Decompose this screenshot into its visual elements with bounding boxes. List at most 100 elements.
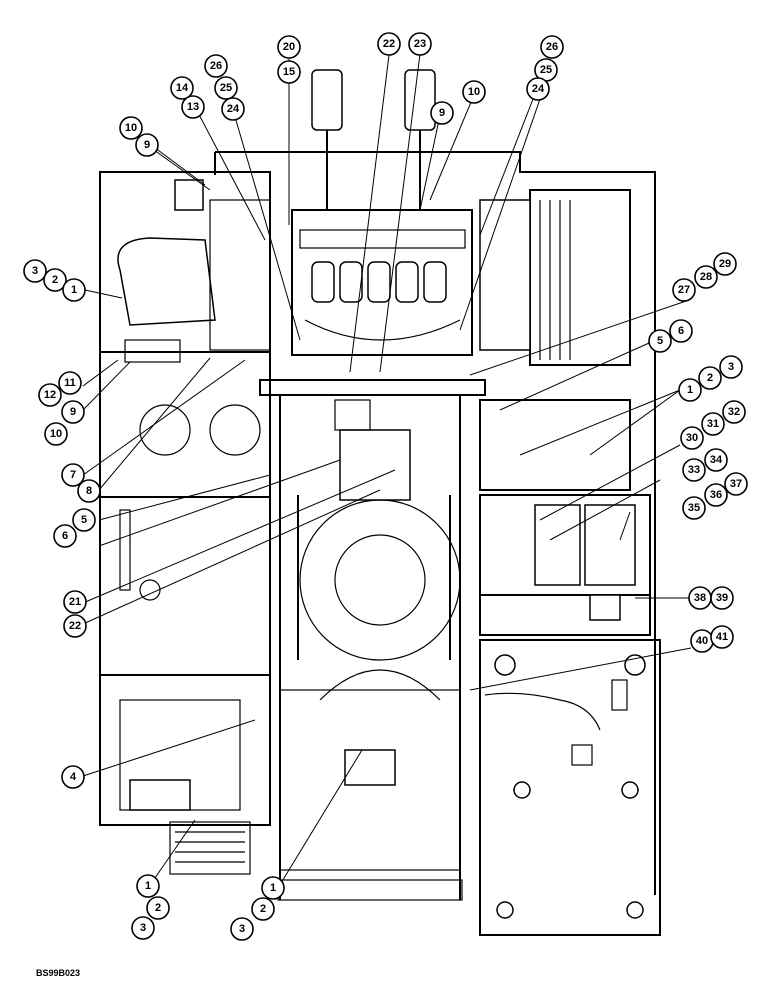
callout-21: 21 [63, 590, 87, 614]
svg-text:8: 8 [86, 485, 92, 497]
callout-15: 15 [277, 60, 301, 84]
callout-5-left: 5 [72, 508, 96, 532]
svg-text:22: 22 [69, 620, 81, 632]
svg-text:1: 1 [71, 284, 77, 296]
callout-13: 13 [181, 95, 205, 119]
svg-text:13: 13 [187, 101, 199, 113]
svg-text:38: 38 [694, 592, 706, 604]
svg-text:2: 2 [707, 372, 713, 384]
callout-31: 31 [701, 412, 725, 436]
svg-text:11: 11 [64, 377, 76, 389]
callout-2-pump: 2 [43, 268, 67, 292]
svg-text:34: 34 [710, 454, 723, 466]
callout-23: 23 [408, 32, 432, 56]
svg-text:25: 25 [540, 64, 552, 76]
svg-text:28: 28 [700, 271, 712, 283]
callout-25-left: 25 [214, 76, 238, 100]
svg-text:6: 6 [678, 325, 684, 337]
svg-text:12: 12 [44, 389, 56, 401]
callout-30: 30 [680, 426, 704, 450]
svg-text:33: 33 [688, 464, 700, 476]
svg-text:5: 5 [657, 335, 663, 347]
svg-text:36: 36 [710, 489, 722, 501]
svg-text:3: 3 [32, 265, 38, 277]
svg-text:1: 1 [145, 880, 151, 892]
callouts: 20 15 22 23 26 25 24 10 9 26 25 24 14 13… [23, 32, 748, 941]
svg-text:30: 30 [686, 432, 698, 444]
callout-3-right: 3 [719, 355, 743, 379]
callout-22: 22 [63, 614, 87, 638]
callout-16: 20 [277, 35, 301, 59]
machine-frame [99, 151, 661, 936]
svg-text:3: 3 [239, 923, 245, 935]
callout-6-left: 6 [53, 524, 77, 548]
svg-text:41: 41 [716, 631, 728, 643]
callout-28: 28 [694, 265, 718, 289]
callout-1-right: 1 [678, 378, 702, 402]
svg-text:2: 2 [260, 903, 266, 915]
callout-3-pump: 3 [23, 259, 47, 283]
callout-1-bottom-left: 1 [136, 874, 160, 898]
callout-3-bottom-center: 3 [230, 917, 254, 941]
callout-14: 14 [170, 76, 194, 100]
svg-text:10: 10 [50, 428, 62, 440]
svg-text:5: 5 [81, 514, 87, 526]
callout-27: 27 [672, 278, 696, 302]
svg-text:21: 21 [69, 596, 81, 608]
svg-text:20: 20 [283, 41, 295, 53]
svg-text:15: 15 [283, 66, 295, 78]
callout-34: 34 [704, 448, 728, 472]
callout-24-left: 24 [221, 97, 245, 121]
svg-text:31: 31 [707, 418, 719, 430]
callout-11: 11 [58, 371, 82, 395]
svg-text:3: 3 [140, 922, 146, 934]
svg-text:9: 9 [144, 139, 150, 151]
callout-33: 33 [682, 458, 706, 482]
callout-39: 39 [710, 586, 734, 610]
svg-text:7: 7 [70, 469, 76, 481]
callout-1-pump: 1 [62, 278, 86, 302]
callout-10-left: 10 [44, 422, 68, 446]
svg-text:2: 2 [155, 902, 161, 914]
callout-9-top-right: 9 [430, 101, 454, 125]
engine-assembly [291, 69, 473, 356]
svg-text:24: 24 [532, 83, 545, 95]
radiator-assembly [479, 189, 631, 366]
svg-text:22: 22 [383, 38, 395, 50]
callout-3-bottom-left: 3 [131, 916, 155, 940]
callout-10-top-left: 10 [119, 116, 143, 140]
svg-text:9: 9 [70, 406, 76, 418]
tank-assembly [119, 404, 261, 875]
svg-text:39: 39 [716, 592, 728, 604]
callout-9-top-left: 9 [135, 133, 159, 157]
svg-text:27: 27 [678, 284, 690, 296]
svg-text:3: 3 [728, 361, 734, 373]
callout-25-right: 25 [534, 58, 558, 82]
callout-2-right: 2 [698, 366, 722, 390]
callout-8: 8 [77, 479, 101, 503]
callout-41: 41 [710, 625, 734, 649]
svg-text:25: 25 [220, 82, 232, 94]
svg-text:1: 1 [270, 882, 276, 894]
callout-4: 4 [61, 765, 85, 789]
svg-text:10: 10 [125, 122, 137, 134]
svg-text:10: 10 [468, 86, 480, 98]
svg-text:35: 35 [688, 502, 700, 514]
svg-text:24: 24 [227, 103, 240, 115]
svg-text:4: 4 [70, 771, 77, 783]
callout-9-left: 9 [61, 400, 85, 424]
callout-26-right: 26 [540, 35, 564, 59]
svg-text:2: 2 [52, 274, 58, 286]
svg-text:14: 14 [176, 82, 189, 94]
svg-text:37: 37 [730, 478, 742, 490]
callout-40: 40 [690, 629, 714, 653]
callout-35: 35 [682, 496, 706, 520]
base-plate [494, 654, 646, 919]
callout-7: 7 [61, 463, 85, 487]
callout-24-right: 24 [526, 77, 550, 101]
svg-text:23: 23 [414, 38, 426, 50]
callout-6-right: 6 [669, 319, 693, 343]
svg-text:6: 6 [62, 530, 68, 542]
callout-1-bottom-center: 1 [261, 876, 285, 900]
